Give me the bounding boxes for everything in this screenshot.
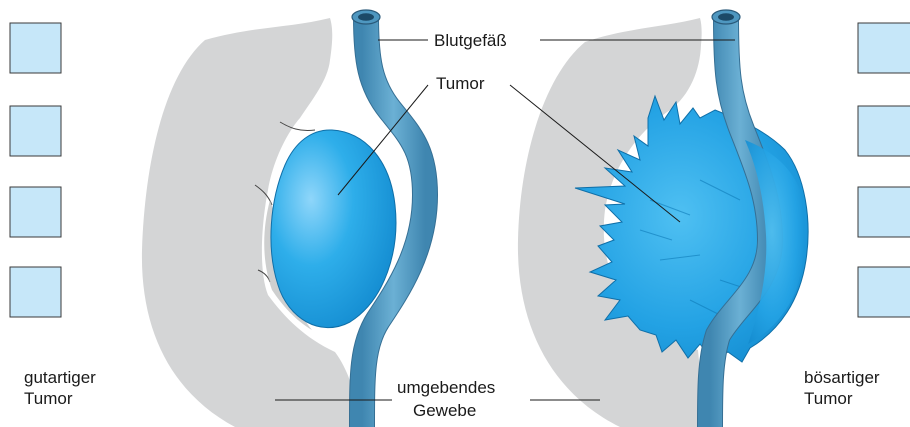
benign-label-line1: gutartiger xyxy=(24,368,96,387)
vessel-label: Blutgefäß xyxy=(434,31,507,50)
malignant-label-line2: Tumor xyxy=(804,389,853,408)
malignant-panel xyxy=(518,10,808,427)
marker-square xyxy=(10,106,61,156)
marker-square xyxy=(10,23,61,73)
vessel-lumen-right xyxy=(718,13,734,21)
malignant-label-line1: bösartiger xyxy=(804,368,880,387)
marker-square xyxy=(858,106,910,156)
tissue-label-line1: umgebendes xyxy=(397,378,495,397)
marker-square xyxy=(858,187,910,237)
tumor-label: Tumor xyxy=(436,74,485,93)
vessel-lumen-left xyxy=(358,13,374,21)
tissue-label-line2: Gewebe xyxy=(413,401,476,420)
right-marker-column xyxy=(858,23,910,317)
marker-square xyxy=(858,267,910,317)
left-marker-column xyxy=(10,23,61,317)
marker-square xyxy=(10,187,61,237)
benign-label-line2: Tumor xyxy=(24,389,73,408)
marker-square xyxy=(858,23,910,73)
benign-panel xyxy=(142,10,425,427)
marker-square xyxy=(10,267,61,317)
